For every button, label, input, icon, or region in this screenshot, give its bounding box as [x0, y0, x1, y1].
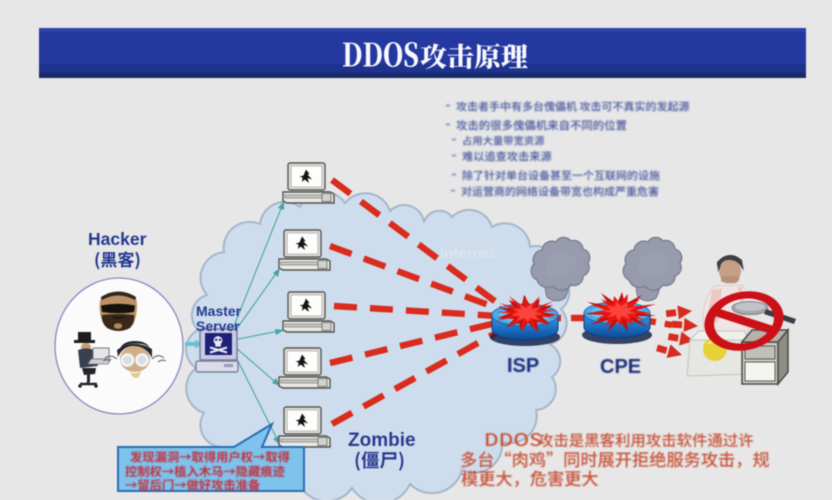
svg-text:ISP: ISP: [507, 355, 539, 377]
svg-text:Master: Master: [196, 303, 242, 319]
svg-text:Zombie: Zombie: [348, 430, 416, 451]
svg-text:Hacker: Hacker: [88, 229, 147, 249]
svg-text:CPE: CPE: [600, 356, 641, 378]
svg-text:Server: Server: [196, 318, 240, 334]
svg-text:Internet: Internet: [440, 245, 495, 262]
